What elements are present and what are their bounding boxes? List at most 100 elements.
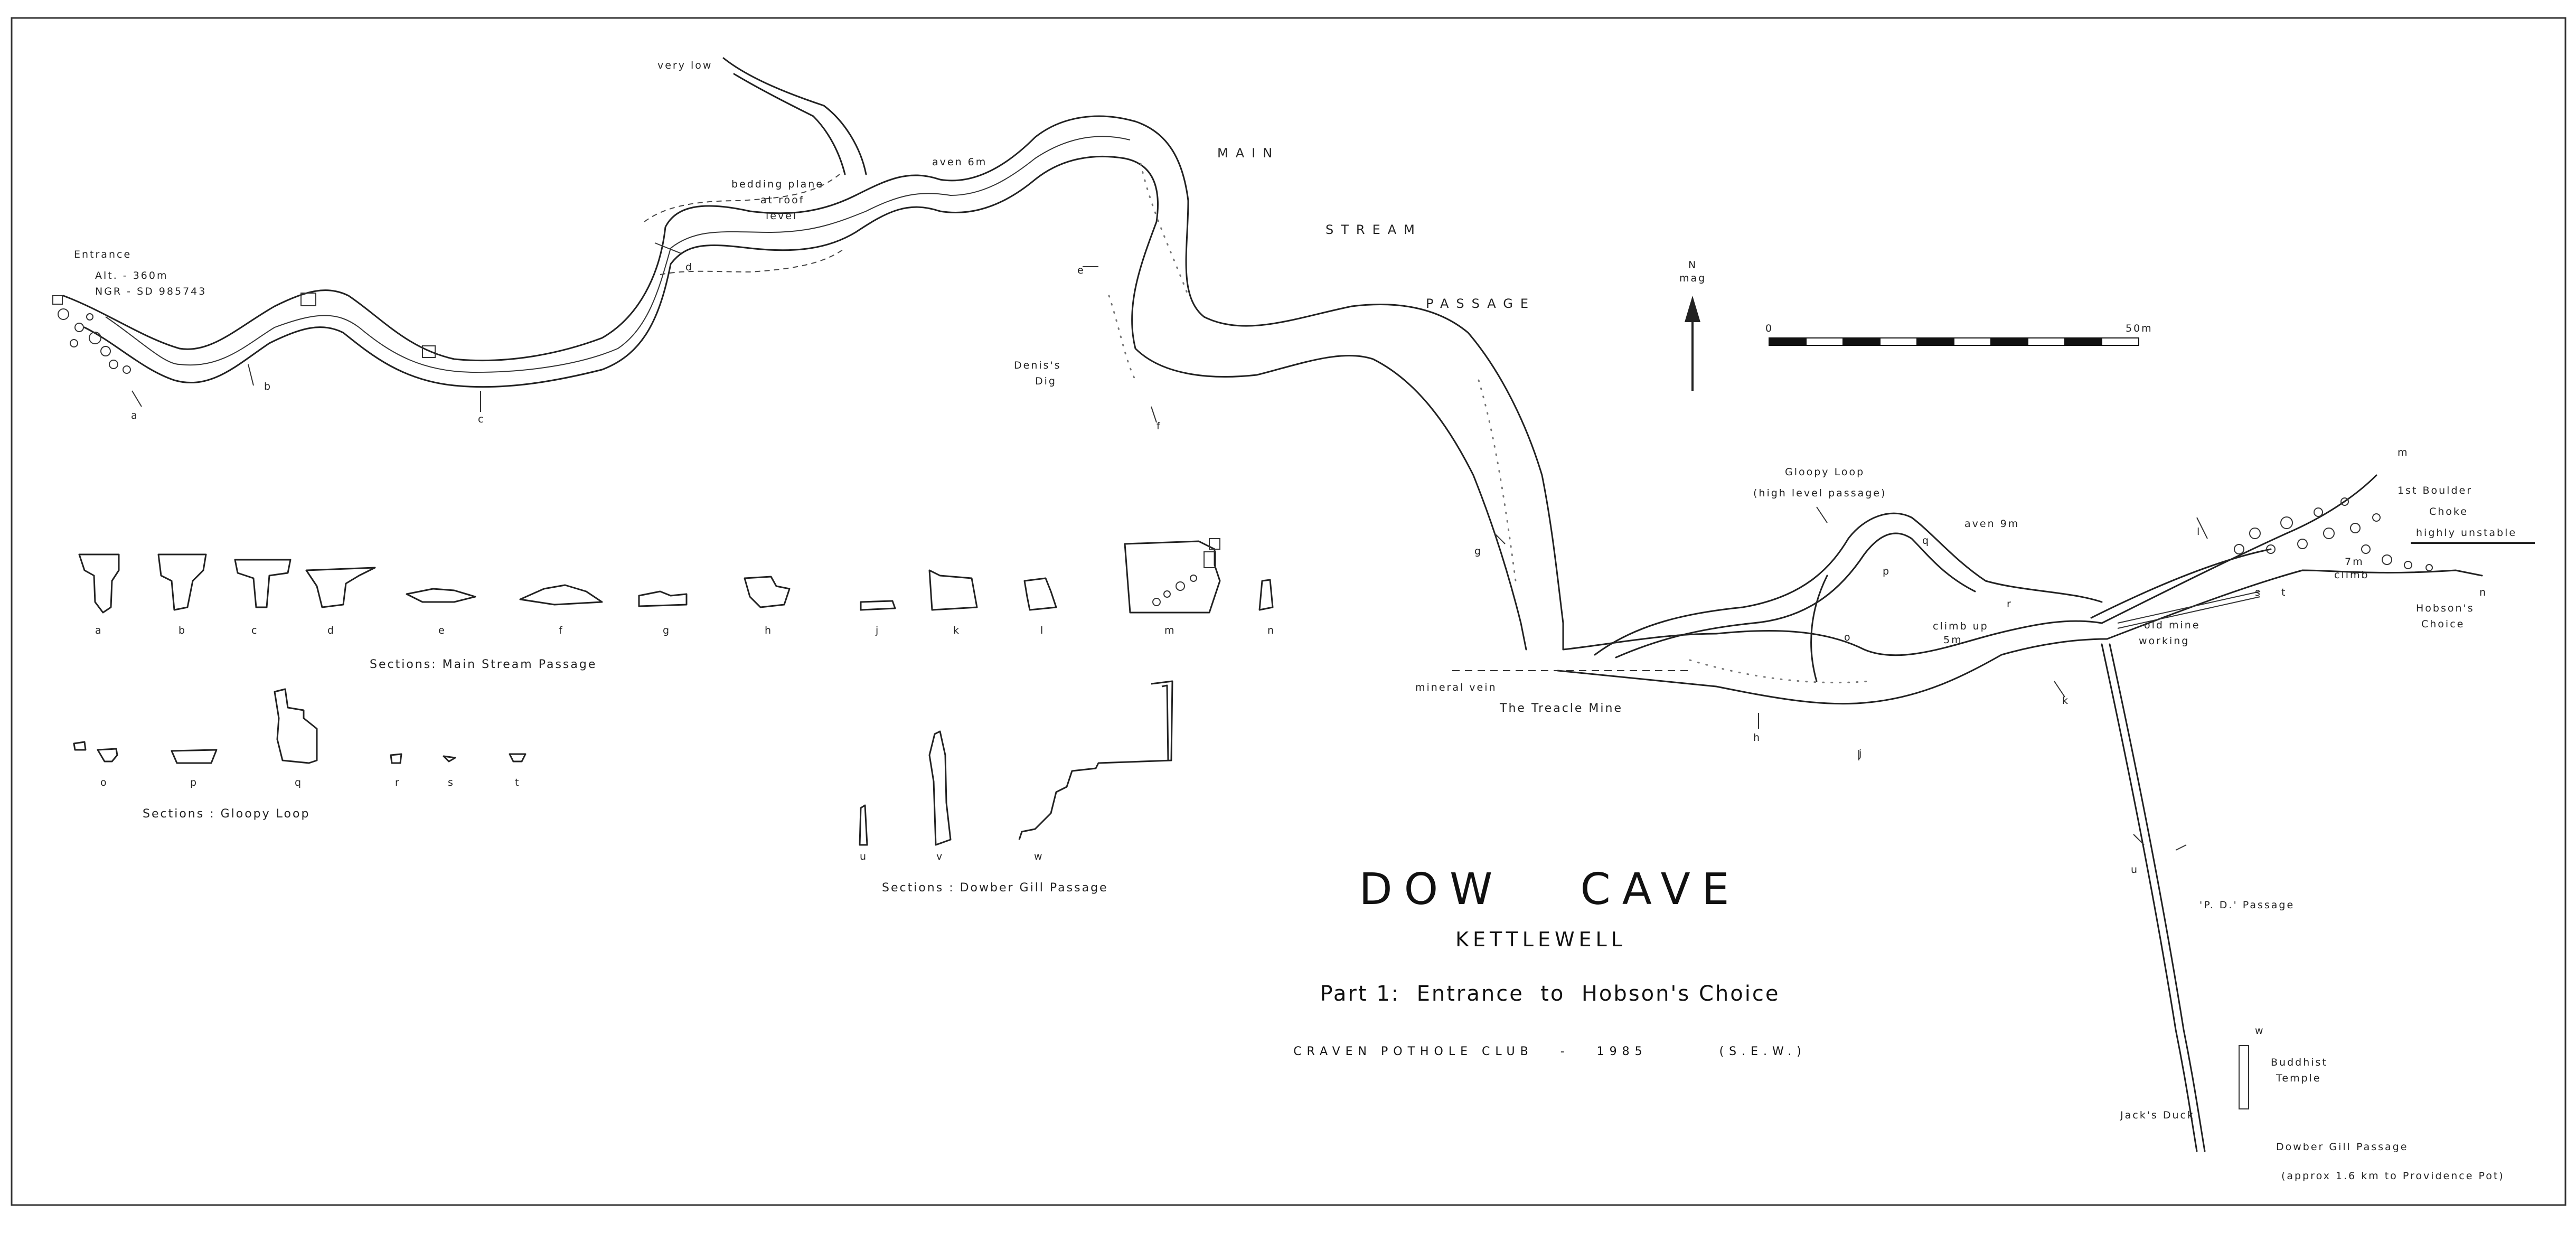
plan-marker: s xyxy=(2255,587,2262,598)
plan-marker: j xyxy=(1858,748,1863,759)
climb-up-label-2: 5m xyxy=(1943,634,1963,646)
map-title: DOW CAVE xyxy=(1359,864,1741,915)
section-label: s xyxy=(448,777,455,788)
aven-6m-label: aven 6m xyxy=(932,156,987,168)
section-label: g xyxy=(663,625,671,636)
section-label: j xyxy=(875,625,880,636)
bedding-plane-label-3: level xyxy=(766,210,797,222)
scale-segment xyxy=(1953,337,1991,346)
very-low-label: very low xyxy=(657,60,712,71)
boulder-choke-label: 1st Boulder xyxy=(2398,485,2472,496)
plan-labels: Entrance Alt. - 360m NGR - SD 985743 ver… xyxy=(74,60,2535,1182)
map-subtitle: KETTLEWELL xyxy=(1455,928,1627,951)
bedding-plane-label-2: at roof xyxy=(760,194,804,206)
denis-dig-label-2: Dig xyxy=(1035,375,1057,387)
section-label: c xyxy=(251,625,258,636)
title-block: DOW CAVE KETTLEWELL Part 1: Entrance to … xyxy=(1293,864,1801,1058)
north-arrow-head xyxy=(1685,296,1700,322)
gloopy-loop-plan xyxy=(1452,474,2483,1152)
main-stream-passage-plan xyxy=(52,57,1564,651)
main-stream-sections: a b c d e f g h j k l m n Sections: Main… xyxy=(78,538,1275,671)
scale-segment xyxy=(1769,337,1807,346)
plan-marker: p xyxy=(1883,566,1891,577)
plan-marker: n xyxy=(2479,587,2487,598)
plan-marker: k xyxy=(2062,695,2070,707)
section-label: b xyxy=(178,625,186,636)
plan-marker: h xyxy=(1753,732,1761,744)
plan-marker: o xyxy=(1844,632,1852,643)
scale-segment xyxy=(1879,337,1917,346)
scale-bar: 0 50m xyxy=(1765,323,2153,346)
providence-pot-label: (approx 1.6 km to Providence Pot) xyxy=(2281,1170,2505,1182)
plan-marker: f xyxy=(1157,420,1162,432)
climb-7m-label: 7m xyxy=(2345,556,2364,568)
scale-segment xyxy=(2064,337,2102,346)
old-mine-label-2: working xyxy=(2139,635,2189,647)
grid-reference-label: NGR - SD 985743 xyxy=(95,286,206,297)
north-arrow-mag: mag xyxy=(1679,272,1706,284)
section-label: h xyxy=(765,625,773,636)
bedding-plane-label: bedding plane xyxy=(731,178,824,190)
scale-segment xyxy=(1806,337,1844,346)
dowber-sections: u v w Sections : Dowber Gill Passage xyxy=(859,680,1173,895)
pd-passage-label: 'P. D.' Passage xyxy=(2199,899,2295,911)
section-label: e xyxy=(438,625,446,636)
plan-marker: b xyxy=(264,381,272,392)
section-label: v xyxy=(936,851,944,862)
sheet-border xyxy=(11,17,2566,1206)
scale-segment xyxy=(2101,337,2139,346)
mineral-vein-label: mineral vein xyxy=(1415,682,1497,693)
scale-segment xyxy=(1990,337,2028,346)
plan-marker: t xyxy=(2281,587,2287,598)
section-m-boulders xyxy=(1152,538,1220,606)
plan-markers: a b c d e f g h j k l m n o p q r s t u … xyxy=(131,261,2487,1037)
plan-marker: c xyxy=(478,413,485,425)
plan-marker: d xyxy=(685,261,693,273)
jacks-duck-label: Jack's Duck xyxy=(2120,1109,2195,1121)
gloopy-loop-label: Gloopy Loop xyxy=(1785,466,1865,478)
section-label: m xyxy=(1164,625,1176,636)
north-arrow-letter: N xyxy=(1688,259,1697,271)
scale-start-label: 0 xyxy=(1765,323,1773,334)
scale-segment xyxy=(2027,337,2065,346)
section-label: t xyxy=(515,777,520,788)
section-label: r xyxy=(395,777,401,788)
plan-marker: e xyxy=(1077,265,1085,276)
treacle-mine-label: The Treacle Mine xyxy=(1499,702,1623,715)
plan-marker: u xyxy=(2131,864,2139,876)
plan-marker: a xyxy=(131,410,139,421)
north-arrow: N mag xyxy=(1679,259,1706,391)
entrance-label: Entrance xyxy=(74,249,131,260)
section-label: f xyxy=(559,625,564,636)
section-label: d xyxy=(327,625,335,636)
scale-segment xyxy=(1842,337,1881,346)
passage-label: PASSAGE xyxy=(1426,296,1536,311)
hobsons-choice-label-2: Choice xyxy=(2421,618,2465,630)
section-label: p xyxy=(190,777,198,788)
section-label: u xyxy=(860,851,868,862)
climb-7m-label-2: climb xyxy=(2334,569,2370,581)
scale-end-label: 50m xyxy=(2126,323,2153,334)
dowber-sections-title: Sections : Dowber Gill Passage xyxy=(882,881,1108,895)
plan-marker: m xyxy=(2398,447,2409,458)
boulder-choke xyxy=(2234,497,2433,571)
plan-marker: q xyxy=(1922,535,1930,547)
plan-marker: w xyxy=(2255,1025,2265,1037)
entrance-boulders xyxy=(52,293,436,374)
main-sections-title: Sections: Main Stream Passage xyxy=(370,658,597,671)
gloopy-loop-label-2: (high level passage) xyxy=(1753,487,1886,499)
gloopy-sections: o p q r s t Sections : Gloopy Loop xyxy=(73,688,527,821)
denis-dig-label: Denis's xyxy=(1014,360,1061,371)
section-label: n xyxy=(1267,625,1275,636)
section-label: l xyxy=(1040,625,1045,636)
old-mine-label: old mine xyxy=(2144,619,2201,631)
stream-label: STREAM xyxy=(1325,222,1422,237)
section-label: k xyxy=(953,625,961,636)
map-part-title: Part 1: Entrance to Hobson's Choice xyxy=(1320,982,1780,1006)
buddhist-temple-label-2: Temple xyxy=(2276,1072,2321,1084)
gloopy-sections-title: Sections : Gloopy Loop xyxy=(143,807,310,821)
section-label: o xyxy=(100,777,108,788)
climb-up-label: climb up xyxy=(1933,620,1989,632)
plan-marker: l xyxy=(2197,526,2201,538)
